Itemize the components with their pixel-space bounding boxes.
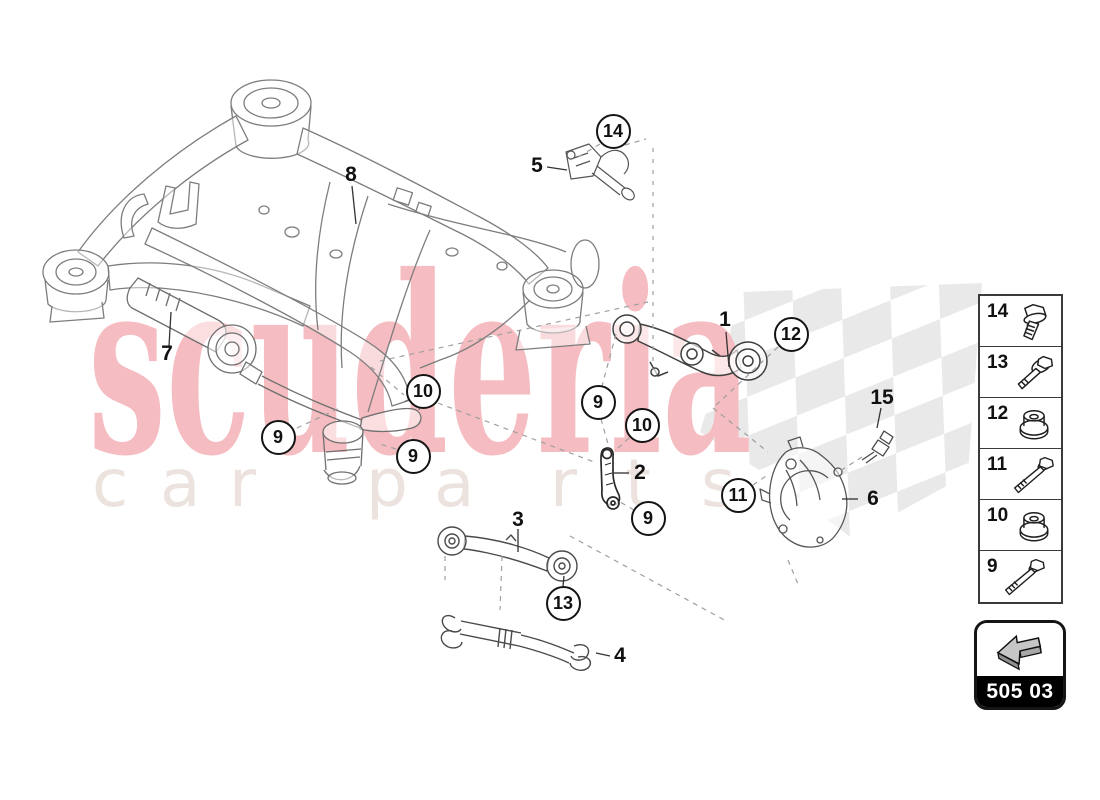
callout-11[interactable]: 11 <box>720 477 756 513</box>
legend-item-number: 14 <box>987 301 1009 322</box>
part-1-upper-arm-drawing <box>612 314 768 381</box>
callout-13[interactable]: 13 <box>545 585 581 621</box>
section-code: 505 03 <box>986 679 1054 703</box>
legend-item-14[interactable]: 14 <box>980 296 1061 347</box>
legend-item-11[interactable]: 11 <box>980 449 1061 500</box>
long-hex-bolt-icon <box>1007 454 1057 503</box>
callout-9[interactable]: 9 <box>630 500 666 536</box>
part-2-link-drawing <box>600 447 621 510</box>
part-3-arm-drawing <box>437 526 578 582</box>
part-label-8[interactable]: 8 <box>345 163 357 186</box>
legend-item-10[interactable]: 10 <box>980 500 1061 551</box>
part-label-15[interactable]: 15 <box>870 386 894 409</box>
part-label-2[interactable]: 2 <box>634 461 646 484</box>
callout-9[interactable]: 9 <box>260 419 296 455</box>
callout-10[interactable]: 10 <box>624 407 660 443</box>
legend-item-number: 10 <box>987 505 1009 526</box>
fastener-legend: 14 13 12 11 10 9 <box>978 294 1063 604</box>
legend-item-number: 13 <box>987 352 1009 373</box>
part-label-6[interactable]: 6 <box>867 487 879 510</box>
long-hex-bolt-icon <box>998 556 1048 605</box>
callout-10[interactable]: 10 <box>405 373 441 409</box>
legend-item-number: 11 <box>987 454 1008 475</box>
callout-12[interactable]: 12 <box>773 316 809 352</box>
part-label-5[interactable]: 5 <box>531 154 543 177</box>
part-7-actuator-drawing <box>126 277 422 485</box>
flange-nut-icon <box>1008 403 1058 452</box>
callout-9[interactable]: 9 <box>580 384 616 420</box>
part-label-1[interactable]: 1 <box>719 308 731 331</box>
legend-item-number: 12 <box>987 403 1009 424</box>
bolt-with-washer-icon <box>1008 352 1058 401</box>
part-8-subframe-drawing <box>42 79 600 413</box>
legend-item-9[interactable]: 9 <box>980 551 1061 602</box>
part-6-knuckle-drawing <box>759 436 848 548</box>
callout-9[interactable]: 9 <box>395 438 431 474</box>
section-nav-box[interactable]: 505 03 <box>974 620 1066 710</box>
solid-leader-lines <box>168 166 882 657</box>
callout-14[interactable]: 14 <box>595 113 631 149</box>
dashed-leader-lines <box>296 138 863 623</box>
hex-flange-bolt-icon <box>1008 301 1058 350</box>
legend-item-13[interactable]: 13 <box>980 347 1061 398</box>
checkered-flag <box>700 283 982 538</box>
part-label-3[interactable]: 3 <box>512 508 524 531</box>
part-5-bracket-drawing <box>565 143 635 201</box>
part-label-7[interactable]: 7 <box>161 342 173 365</box>
part-label-4[interactable]: 4 <box>614 644 626 667</box>
flange-nut-icon <box>1008 505 1058 554</box>
section-code-badge: 505 03 <box>977 676 1063 707</box>
legend-item-number: 9 <box>987 556 998 577</box>
prev-section-arrow-icon[interactable] <box>977 623 1063 676</box>
part-15-sensor-drawing <box>861 430 894 464</box>
legend-item-12[interactable]: 12 <box>980 398 1061 449</box>
part-4-toe-link-drawing <box>440 614 592 671</box>
